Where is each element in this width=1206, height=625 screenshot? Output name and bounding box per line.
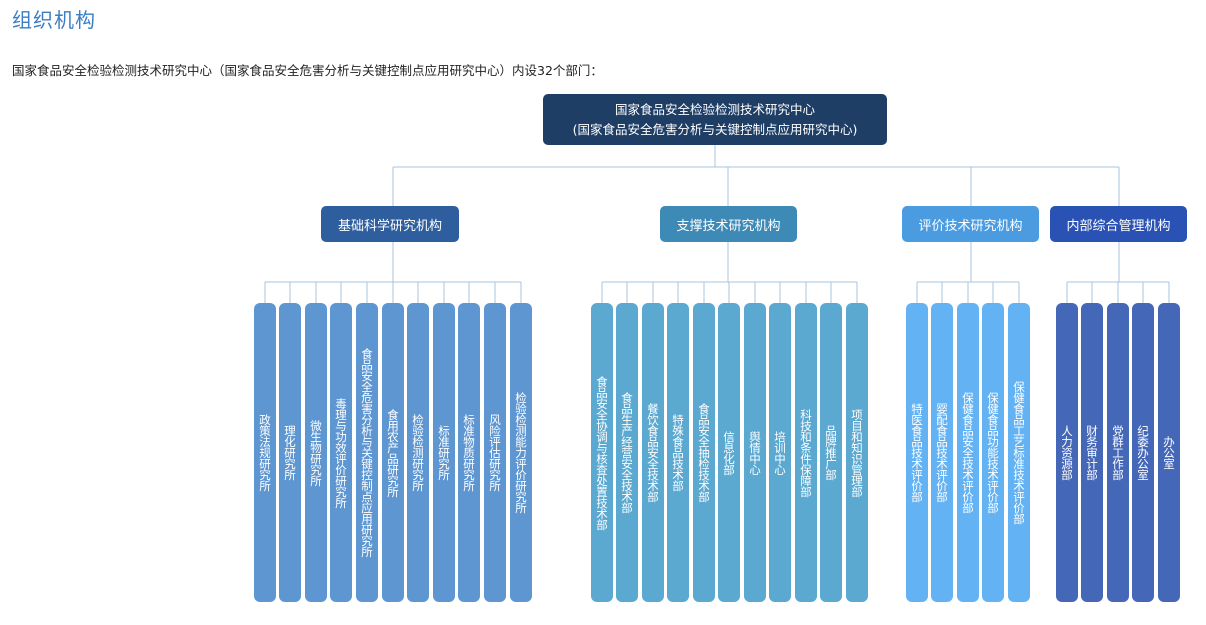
- page-title: 组织机构: [12, 8, 96, 32]
- group-internal-admin: 内部综合管理机构: [1050, 206, 1187, 242]
- dept-g4-4: 纪委办公室: [1132, 303, 1154, 602]
- dept-g4-1: 人力资源部: [1056, 303, 1078, 602]
- dept-g2-4: 特殊食品技术部: [667, 303, 689, 602]
- group-evaluation-tech: 评价技术研究机构: [902, 206, 1039, 242]
- dept-g3-5: 保健食品工艺标准技术评价部: [1008, 303, 1030, 602]
- group-support-tech: 支撑技术研究机构: [660, 206, 797, 242]
- dept-g2-1: 食品安全协调与核查处置技术部: [591, 303, 613, 602]
- dept-g3-4: 保健食品功能技术评价部: [982, 303, 1004, 602]
- dept-g4-5: 办公室: [1158, 303, 1180, 602]
- dept-g1-7: 检验检测研究所: [407, 303, 429, 602]
- dept-g1-2: 理化研究所: [279, 303, 301, 602]
- dept-g1-6: 食用农产品研究所: [382, 303, 404, 602]
- dept-g2-10: 品牌推广部: [820, 303, 842, 602]
- dept-g1-9: 标准物质研究所: [458, 303, 480, 602]
- dept-g4-3: 党群工作部: [1107, 303, 1129, 602]
- dept-g2-9: 科技和条件保障部: [795, 303, 817, 602]
- dept-g1-10: 风险评估研究所: [484, 303, 506, 602]
- dept-g1-1: 政策法规研究所: [254, 303, 276, 602]
- dept-g2-6: 信息化部: [718, 303, 740, 602]
- dept-g3-3: 保健食品安全技术评价部: [957, 303, 979, 602]
- dept-g3-1: 特医食品技术评价部: [906, 303, 928, 602]
- dept-g1-3: 微生物研究所: [305, 303, 327, 602]
- group-basic-science: 基础科学研究机构: [321, 206, 459, 242]
- dept-g2-11: 项目和知识管理部: [846, 303, 868, 602]
- dept-g1-11: 检验检测能力评价研究所: [510, 303, 532, 602]
- org-root-line2: (国家食品安全危害分析与关键控制点应用研究中心): [572, 121, 858, 137]
- dept-g2-3: 餐饮食品安全技术部: [642, 303, 664, 602]
- dept-g2-8: 培训中心: [769, 303, 791, 602]
- dept-g2-2: 食品生产经营安全技术部: [616, 303, 638, 602]
- dept-g4-2: 财务审计部: [1081, 303, 1103, 602]
- intro-text: 国家食品安全检验检测技术研究中心（国家食品安全危害分析与关键控制点应用研究中心）…: [12, 63, 603, 78]
- dept-g1-8: 标准研究所: [433, 303, 455, 602]
- org-root-line1: 国家食品安全检验检测技术研究中心: [614, 101, 815, 117]
- dept-g2-7: 舆情中心: [744, 303, 766, 602]
- org-root-node: 国家食品安全检验检测技术研究中心 (国家食品安全危害分析与关键控制点应用研究中心…: [543, 94, 887, 145]
- dept-g1-4: 毒理与功效评价研究所: [330, 303, 352, 602]
- dept-g1-5: 食品安全危害分析与关键控制点应用研究所: [356, 303, 378, 602]
- dept-g3-2: 婴配食品技术评价部: [931, 303, 953, 602]
- dept-g2-5: 食品安全抽检技术部: [693, 303, 715, 602]
